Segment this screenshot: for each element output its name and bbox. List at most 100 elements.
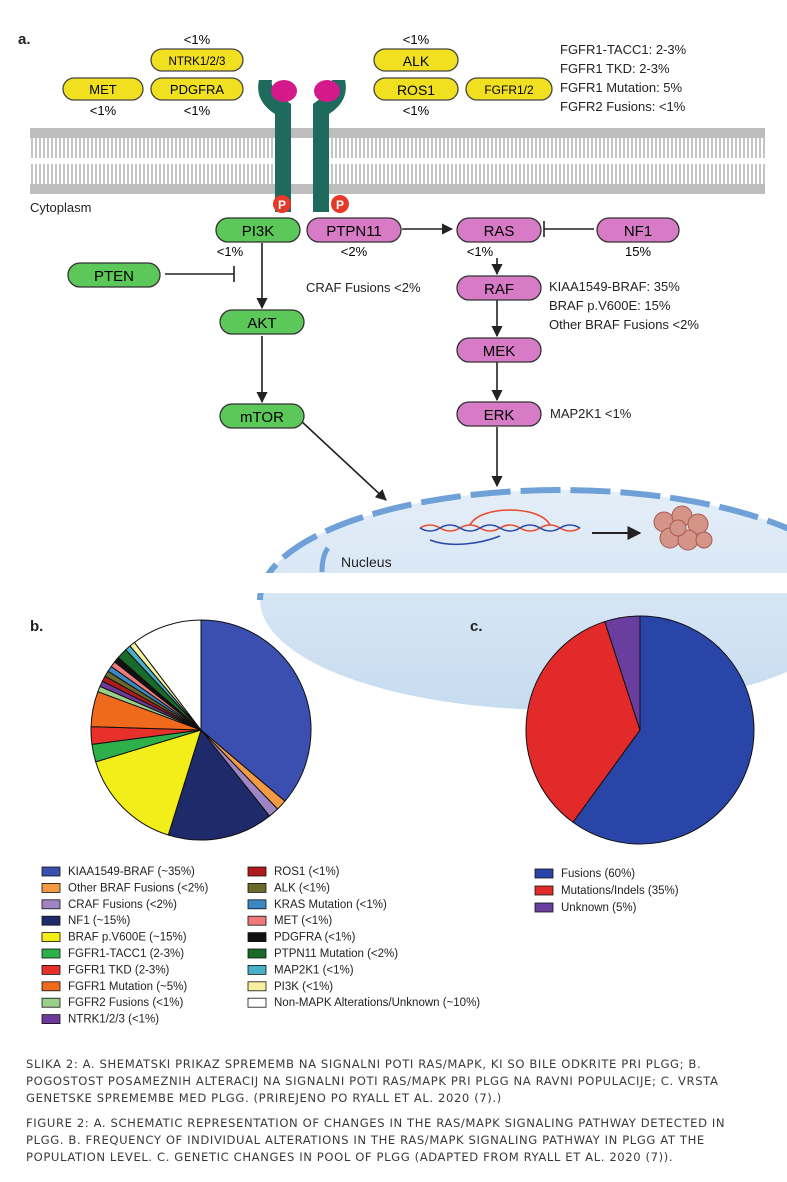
- c-legend-item-2: Unknown (5%): [534, 902, 637, 914]
- b-legend-item-13: MET (<1%): [247, 915, 332, 927]
- pie-c-slice-0: [572, 615, 755, 845]
- panel-c-label: c.: [470, 618, 483, 635]
- braf-notes: KIAA1549-BRAF: 35% BRAF p.V600E: 15% Oth…: [549, 279, 699, 332]
- node-erk: ERK: [456, 401, 542, 427]
- node-mtor: mTOR: [219, 403, 305, 429]
- svg-text:ROS1: ROS1: [397, 82, 435, 98]
- node-pi3k: PI3K <1%: [215, 217, 301, 259]
- b-legend-swatch-11: [247, 883, 267, 893]
- b-legend-item-9: NTRK1/2/3 (<1%): [41, 1014, 159, 1026]
- svg-text:P: P: [278, 198, 286, 212]
- svg-text:BRAF p.V600E: 15%: BRAF p.V600E: 15%: [549, 298, 671, 313]
- receptor-pill-met: MET <1%: [62, 77, 144, 118]
- pie-chart-b: [90, 619, 312, 841]
- svg-text:PTPN11: PTPN11: [326, 223, 382, 240]
- receptor-pill-ntrk: <1% NTRK1/2/3: [150, 32, 244, 72]
- svg-text:mTOR: mTOR: [240, 409, 284, 426]
- b-legend-label-3: NF1 (~15%): [68, 915, 130, 927]
- b-legend-item-15: PTPN11 Mutation (<2%): [247, 948, 398, 960]
- pathway-arrows: [165, 221, 594, 501]
- svg-text:MET: MET: [89, 82, 117, 97]
- b-legend-item-10: ROS1 (<1%): [247, 866, 340, 878]
- b-legend-swatch-1: [41, 883, 61, 893]
- caption-slovenian: Slika 2: A. Shematski prikaz sprememb na…: [26, 1057, 719, 1105]
- svg-text:FGFR1/2: FGFR1/2: [484, 83, 534, 97]
- b-legend-label-0: KIAA1549-BRAF (~35%): [68, 866, 195, 878]
- node-ras: RAS <1%: [456, 217, 542, 259]
- svg-text:FGFR1 TKD: 2-3%: FGFR1 TKD: 2-3%: [560, 61, 670, 76]
- c-legend-label-1: Mutations/Indels (35%): [561, 885, 679, 897]
- b-legend-swatch-0: [41, 866, 61, 877]
- receptor-pill-ros1: ROS1 <1%: [373, 77, 459, 118]
- pie-c-slice-1: [525, 620, 641, 823]
- cytoplasm-label: Cytoplasm: [30, 200, 91, 215]
- b-legend-item-8: FGFR2 Fusions (<1%): [41, 997, 184, 1009]
- pie-b-slice-3: [167, 728, 271, 841]
- panel-b-label: b.: [30, 618, 43, 635]
- b-legend-swatch-2: [41, 899, 61, 910]
- svg-text:ALK: ALK: [403, 53, 430, 69]
- pie-chart-c: [525, 615, 755, 845]
- svg-text:NF1: NF1: [624, 223, 652, 240]
- b-legend-label-12: KRAS Mutation (<1%): [274, 899, 387, 911]
- svg-text:FGFR1 Mutation: 5%: FGFR1 Mutation: 5%: [560, 80, 683, 95]
- b-legend-swatch-4: [41, 932, 61, 942]
- svg-text:ERK: ERK: [484, 407, 515, 424]
- b-legend-label-17: PI3K (<1%): [274, 981, 333, 993]
- svg-text:<1%: <1%: [403, 103, 430, 118]
- b-legend-item-1: Other BRAF Fusions (<2%): [41, 882, 208, 894]
- b-legend-item-16: MAP2K1 (<1%): [247, 964, 354, 976]
- caption-english: Figure 2: A. Schematic representation of…: [26, 1116, 726, 1164]
- svg-text:<1%: <1%: [403, 32, 430, 47]
- dna-icon: [419, 509, 581, 546]
- b-legend-swatch-5: [41, 948, 61, 959]
- svg-text:PI3K: PI3K: [242, 223, 275, 240]
- svg-text:RAS: RAS: [484, 223, 515, 240]
- b-legend-label-16: MAP2K1 (<1%): [274, 964, 354, 976]
- pie-c-slice-2: [604, 615, 641, 731]
- panel-c: c. Fusions (60%)Mutations/Indels (35%)Un…: [470, 615, 755, 914]
- b-legend-swatch-10: [247, 866, 267, 877]
- legend-c: Fusions (60%)Mutations/Indels (35%)Unkno…: [534, 868, 679, 914]
- fgfr-notes: FGFR1-TACC1: 2-3% FGFR1 TKD: 2-3% FGFR1 …: [560, 42, 687, 114]
- c-legend-label-2: Unknown (5%): [561, 902, 637, 914]
- b-legend-swatch-9: [41, 1014, 61, 1024]
- ligand-left: [271, 80, 297, 102]
- b-legend-label-1: Other BRAF Fusions (<2%): [68, 882, 208, 894]
- cell-membrane: [30, 128, 765, 194]
- pie-b-slice-18: [133, 619, 202, 732]
- b-legend-label-9: NTRK1/2/3 (<1%): [68, 1014, 159, 1026]
- c-legend-item-1: Mutations/Indels (35%): [534, 885, 679, 897]
- phospho-right: P: [331, 195, 349, 213]
- svg-text:<1%: <1%: [184, 103, 211, 118]
- svg-text:<1%: <1%: [184, 32, 211, 47]
- b-legend-item-12: KRAS Mutation (<1%): [247, 899, 387, 911]
- nucleus-label: Nucleus: [341, 554, 392, 570]
- svg-text:PTEN: PTEN: [94, 268, 134, 285]
- b-legend-item-18: Non-MAPK Alterations/Unknown (~10%): [247, 997, 480, 1009]
- b-legend-label-8: FGFR2 Fusions (<1%): [68, 997, 184, 1009]
- b-legend-swatch-17: [247, 981, 267, 992]
- b-legend-item-7: FGFR1 Mutation (~5%): [41, 981, 187, 993]
- svg-text:PDGFRA: PDGFRA: [170, 82, 225, 97]
- receptor-pill-alk: <1% ALK: [373, 32, 459, 72]
- svg-text:15%: 15%: [625, 244, 651, 259]
- b-legend-label-15: PTPN11 Mutation (<2%): [274, 948, 398, 960]
- svg-text:<1%: <1%: [467, 244, 494, 259]
- b-legend-item-6: FGFR1 TKD (2-3%): [41, 964, 170, 976]
- receptor-right: [313, 80, 346, 212]
- b-legend-label-6: FGFR1 TKD (2-3%): [68, 964, 170, 976]
- ligand-right: [314, 80, 340, 102]
- c-legend-swatch-1: [534, 885, 554, 896]
- svg-text:<1%: <1%: [90, 103, 117, 118]
- figure: a. Nucleus: [18, 31, 787, 1026]
- b-legend-swatch-8: [41, 997, 61, 1008]
- b-legend-swatch-6: [41, 965, 61, 975]
- b-legend-label-11: ALK (<1%): [274, 882, 330, 894]
- b-legend-item-2: CRAF Fusions (<2%): [41, 899, 177, 911]
- b-legend-item-0: KIAA1549-BRAF (~35%): [41, 866, 195, 878]
- legend-b: KIAA1549-BRAF (~35%) Other BRAF Fusions (…: [41, 866, 480, 1026]
- svg-text:<2%: <2%: [341, 244, 368, 259]
- node-nf1: NF1 15%: [596, 217, 680, 259]
- b-legend-label-18: Non-MAPK Alterations/Unknown (~10%): [274, 997, 480, 1009]
